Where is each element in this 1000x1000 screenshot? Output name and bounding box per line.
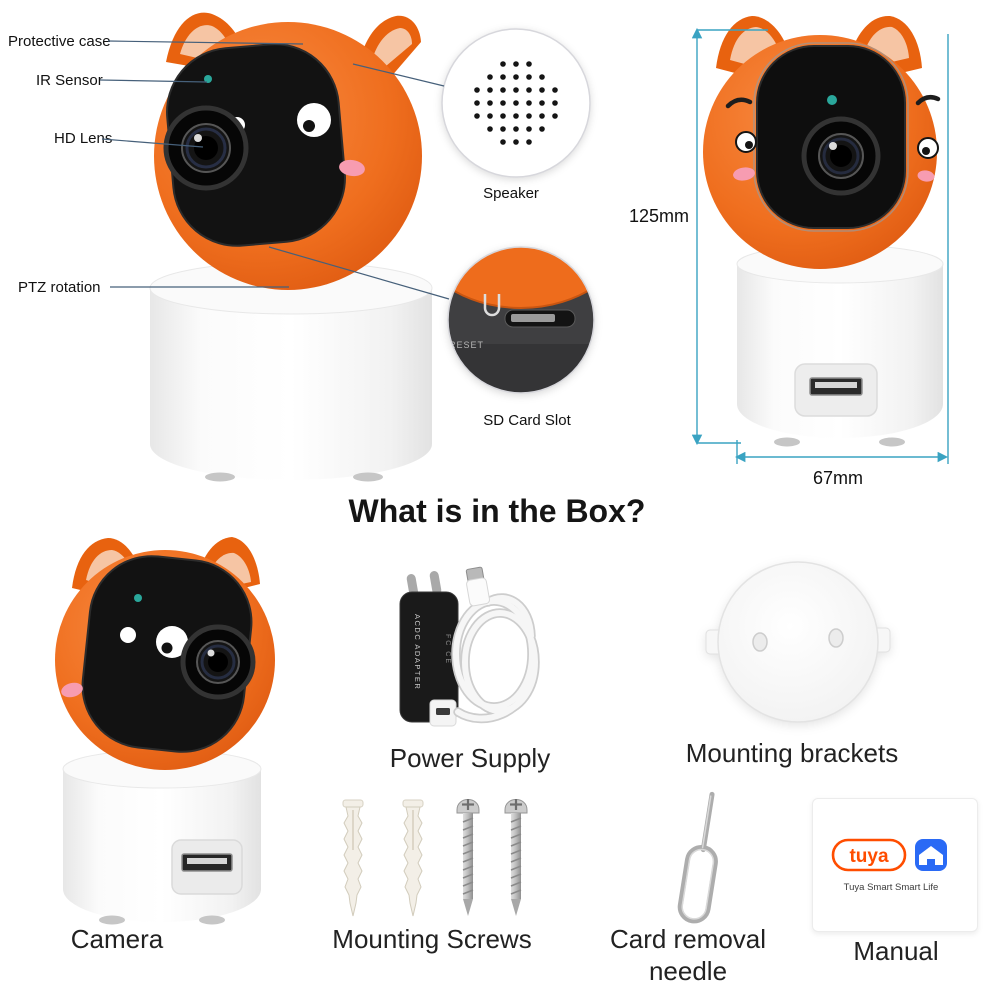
screw [503, 797, 529, 918]
blush [917, 170, 935, 182]
base-foot [879, 437, 905, 447]
camera-front-view [703, 15, 944, 447]
label-protective-case: Protective case [8, 33, 111, 50]
ir-sensor-dot [134, 594, 142, 602]
power-adapter: ACDC ADAPTER FC CE [399, 571, 459, 727]
adapter-cert-marks: FC CE [444, 634, 451, 665]
label-speaker: Speaker [483, 185, 539, 202]
label-card-removal-needle: Card removal needle [609, 924, 767, 986]
camera-head [154, 12, 422, 290]
wall-anchor [402, 799, 424, 917]
blush [339, 159, 365, 177]
blush [61, 682, 83, 698]
wall-anchor [342, 799, 364, 917]
label-mounting-screws: Mounting Screws [332, 924, 532, 954]
base-foot [774, 437, 800, 447]
label-mounting-brackets: Mounting brackets [685, 738, 899, 768]
power-supply-graphic: ACDC ADAPTER FC CE [399, 566, 540, 727]
camera-head [55, 537, 275, 770]
label-camera: Camera [70, 924, 164, 954]
mounting-screws-graphic [342, 797, 529, 918]
right-eye [297, 103, 331, 137]
usb-port [794, 363, 878, 417]
house-icon [919, 846, 943, 865]
sd-card-detail-callout: RESET [447, 246, 595, 394]
screw-hole [752, 632, 768, 652]
camera-box-item [55, 537, 275, 925]
hd-lens-graphic [163, 105, 249, 191]
base-foot [199, 915, 225, 925]
reset-text: RESET [449, 340, 484, 350]
camera-base [149, 261, 433, 482]
base-foot [99, 915, 125, 925]
left-eyebrow [725, 97, 753, 109]
tuya-logo-text: tuya [849, 846, 889, 867]
section-heading: What is in the Box? [348, 493, 646, 529]
ir-sensor-dot [827, 95, 837, 105]
camera-base [62, 749, 262, 925]
manual-caption: Tuya Smart Smart Life [844, 882, 939, 893]
manual-card: tuya Tuya Smart Smart Life [812, 798, 978, 932]
base-foot [353, 472, 383, 482]
adapter-side-text: ACDC ADAPTER [413, 614, 422, 690]
eject-pin [677, 791, 718, 924]
blush [733, 167, 755, 181]
label-width-dimension: 67mm [812, 468, 864, 488]
hd-lens-graphic [801, 116, 881, 196]
right-eyebrow [915, 94, 941, 106]
base-foot [205, 472, 235, 482]
camera-three-quarter-view [149, 12, 433, 482]
label-ir-sensor: IR Sensor [36, 72, 103, 89]
speaker-detail-callout [441, 28, 591, 178]
left-eye [120, 627, 136, 643]
hd-lens-graphic [180, 624, 256, 700]
left-eye [735, 131, 757, 153]
plug-pin [429, 571, 442, 595]
mounting-bracket [705, 561, 891, 723]
camera-head [703, 15, 941, 269]
ir-sensor-dot [204, 75, 212, 83]
tuya-logo: tuya Tuya Smart Smart Life [831, 838, 947, 893]
label-power-supply: Power Supply [389, 743, 551, 773]
screw [455, 797, 481, 918]
label-sd-card-slot: SD Card Slot [483, 412, 571, 429]
usb-connector [465, 566, 491, 607]
camera-base [736, 244, 944, 447]
speaker-holes [474, 61, 558, 145]
usb-cable [451, 593, 540, 724]
label-manual: Manual [853, 936, 939, 966]
mounting-bracket-graphic [705, 561, 891, 723]
usb-port [171, 839, 243, 895]
label-height-dimension: 125mm [629, 206, 690, 226]
screw-hole [828, 628, 844, 648]
label-hd-lens: HD Lens [54, 130, 113, 147]
eject-pin-graphic [677, 791, 718, 924]
label-ptz-rotation: PTZ rotation [18, 279, 101, 296]
reset-pinhole-icon [483, 294, 501, 317]
